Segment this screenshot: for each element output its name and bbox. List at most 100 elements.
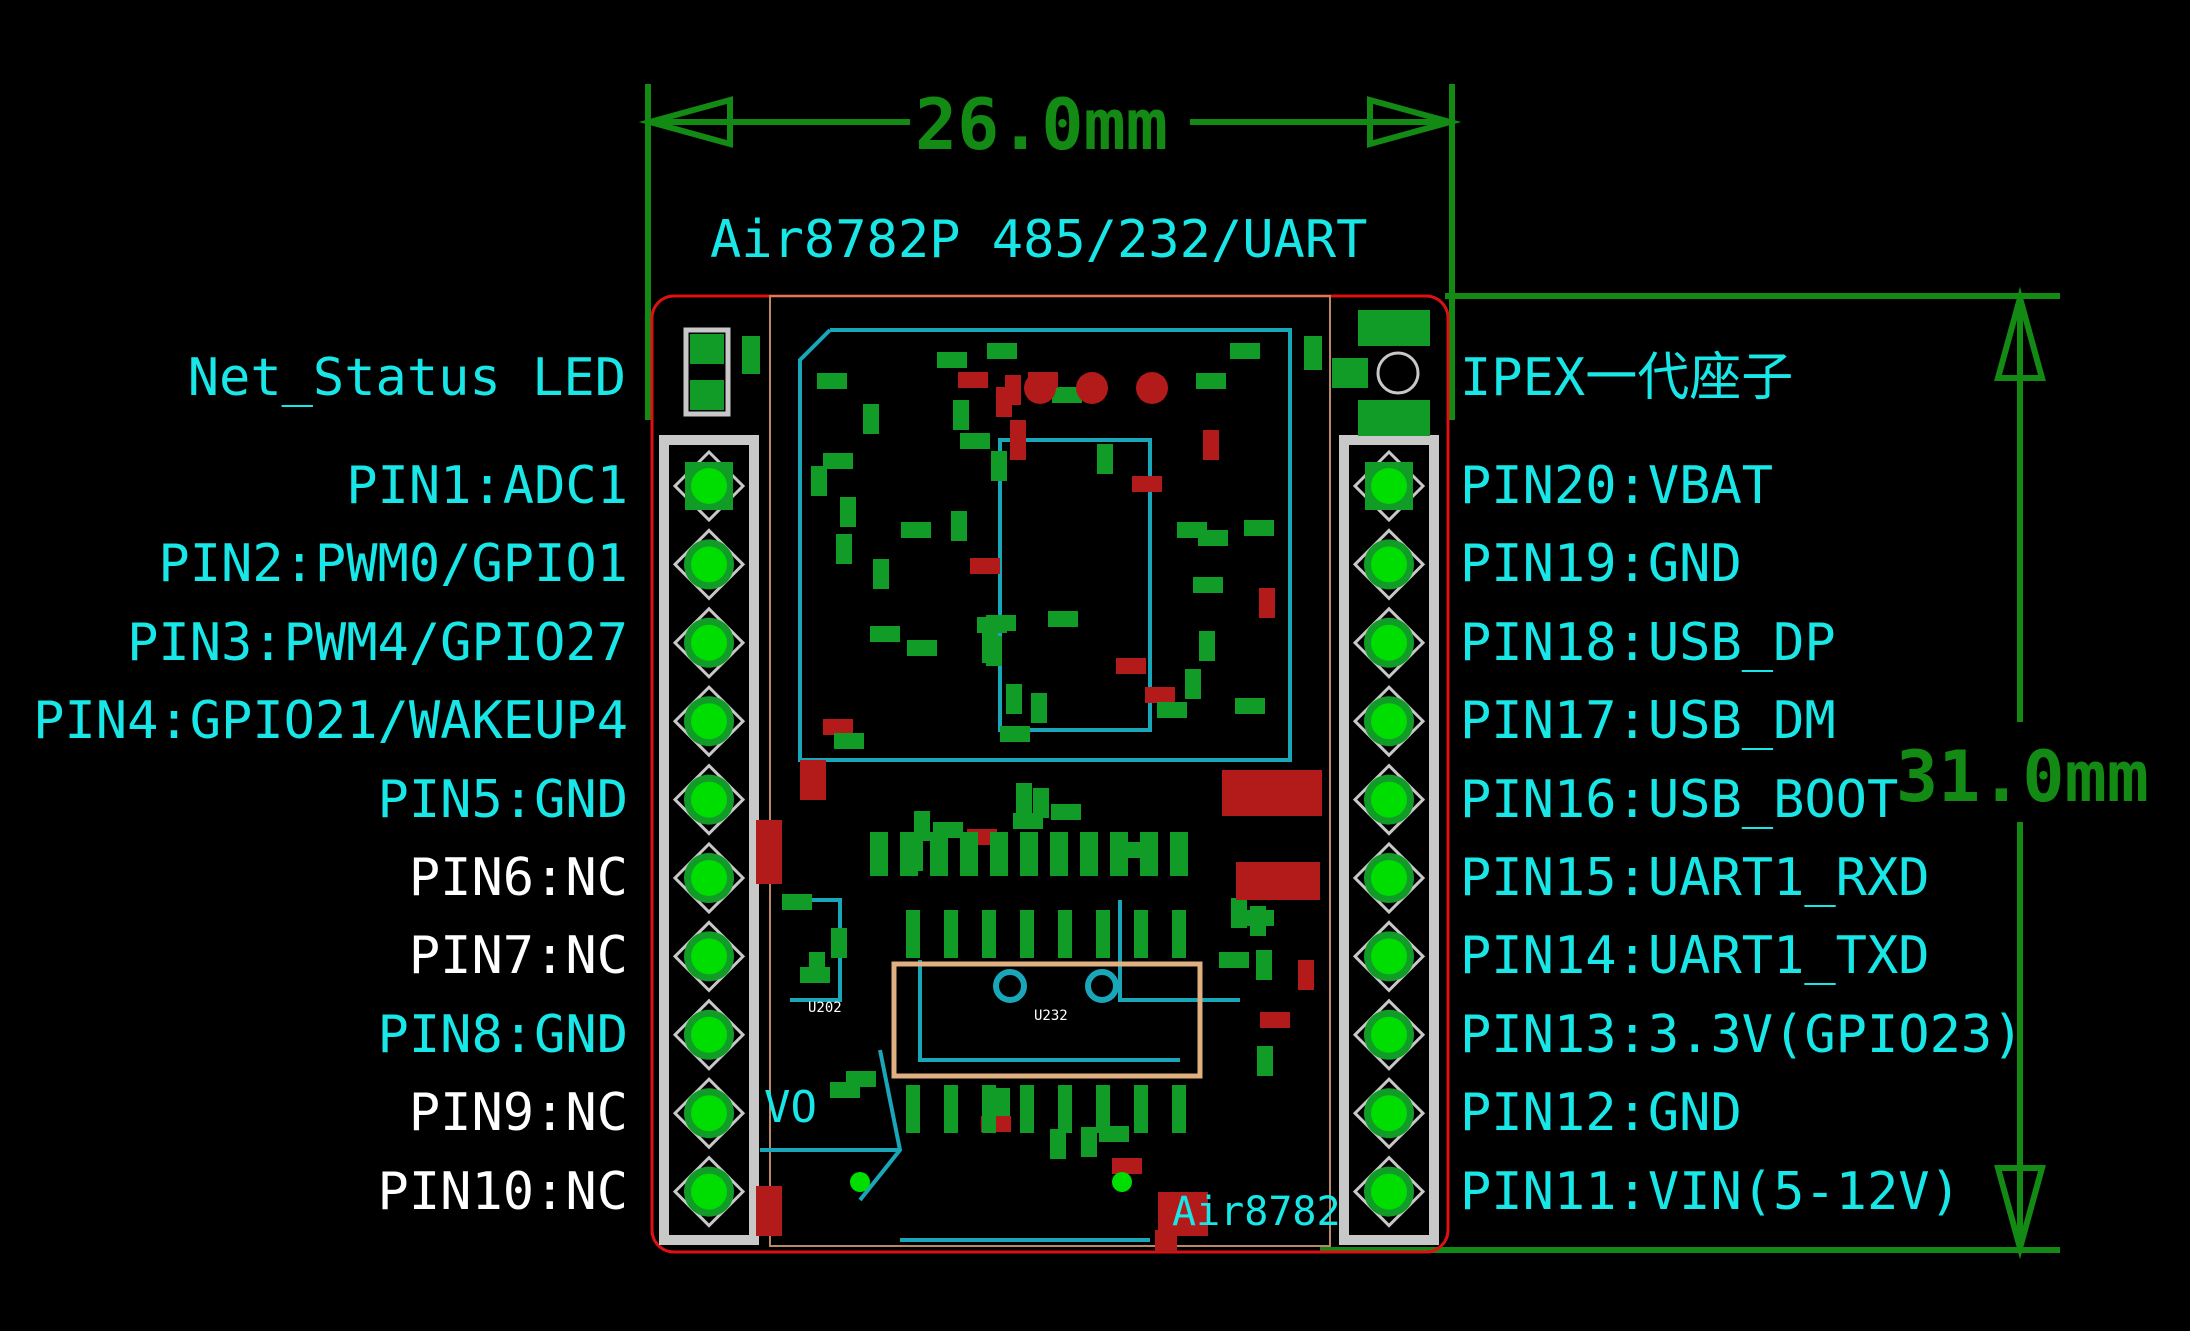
ic-pin xyxy=(1058,1085,1072,1133)
left-pin-label: PIN8:GND xyxy=(377,1004,628,1065)
smd-pad xyxy=(1219,952,1249,968)
ic-pin xyxy=(1134,1085,1148,1133)
smd-pad xyxy=(1235,698,1265,714)
smd-pad xyxy=(831,928,847,958)
smd-pad xyxy=(870,832,888,876)
smd-pad xyxy=(817,373,847,389)
smd-pad xyxy=(1116,658,1146,674)
smd-pad xyxy=(1177,522,1207,538)
smd-pad xyxy=(1185,669,1201,699)
smd-pad xyxy=(970,558,1000,574)
right-pin-label: PIN11:VIN(5-12V) xyxy=(1460,1161,1961,1222)
pin-pad-outline xyxy=(672,998,746,1071)
left-pin-label: PIN7:NC xyxy=(408,926,628,987)
smd-pad xyxy=(1250,906,1266,936)
left-pin-label: PIN1:ADC1 xyxy=(346,456,628,516)
left-pin-label: PIN6:NC xyxy=(408,848,628,908)
status-led xyxy=(683,327,760,417)
smd-pad xyxy=(1050,1129,1066,1159)
pin-pad-outline xyxy=(1352,685,1426,758)
width-dimension-label: 26.0mm xyxy=(915,84,1168,166)
smd-pad xyxy=(1257,1046,1273,1076)
ic-pin xyxy=(1058,910,1072,958)
smd-pad xyxy=(1020,832,1038,876)
ic-pin xyxy=(1172,1085,1186,1133)
pin-pad-outline xyxy=(1352,1077,1426,1150)
smd-pad xyxy=(1132,476,1162,492)
smd-pad xyxy=(1259,588,1275,618)
smd-pad xyxy=(991,451,1007,481)
smd-pad xyxy=(1031,693,1047,723)
right-pin-label: PIN17:USB_DM xyxy=(1460,691,1836,752)
pin-pad-outline xyxy=(672,606,746,679)
right-header xyxy=(1339,435,1439,1245)
smd-pad xyxy=(1196,373,1226,389)
smd-pad xyxy=(987,343,1017,359)
smd-pad xyxy=(960,433,990,449)
smd-pad xyxy=(1244,520,1274,536)
component-outlines xyxy=(760,328,1292,1242)
left-pin-label: PIN3:PWM4/GPIO27 xyxy=(127,612,628,673)
smd-pad xyxy=(1203,430,1219,460)
smd-pad xyxy=(1256,950,1272,980)
smd-pad xyxy=(907,640,937,656)
right-pin-label: PIN20:VBAT xyxy=(1460,456,1774,516)
pin-hole xyxy=(1371,703,1407,740)
pin-pad-outline xyxy=(1352,920,1426,993)
ic-pin xyxy=(1096,910,1110,958)
right-pin-label: PIN16:USB_BOOT xyxy=(1460,769,1899,830)
pin-hole xyxy=(691,938,727,975)
ic-pin xyxy=(906,910,920,958)
left-header xyxy=(659,435,759,1245)
smd-pad xyxy=(834,733,864,749)
left-pin-label: PIN5:GND xyxy=(377,769,628,830)
smd-pad xyxy=(901,522,931,538)
pin-hole xyxy=(1371,1173,1407,1210)
pin-pad-outline xyxy=(1352,606,1426,679)
net-status-label: Net_Status LED xyxy=(187,348,626,408)
right-pin-label: PIN15:UART1_RXD xyxy=(1460,848,1930,908)
smd-pad xyxy=(1170,832,1188,876)
pin-hole xyxy=(691,781,727,818)
u232-outline xyxy=(891,961,1203,1079)
smd-pad xyxy=(1048,611,1078,627)
smd-pad xyxy=(840,497,856,527)
pin-hole xyxy=(1371,781,1407,818)
pin-pad-outline xyxy=(1352,998,1426,1071)
ic-pin xyxy=(1096,1085,1110,1133)
smd-pad xyxy=(1000,726,1030,742)
smd-pad xyxy=(1050,832,1068,876)
ic-pin xyxy=(1134,910,1148,958)
right-pin-label: PIN18:USB_DP xyxy=(1460,612,1836,673)
ic-pin xyxy=(1020,910,1034,958)
smd-pad xyxy=(930,832,948,876)
pin-hole xyxy=(691,1016,727,1053)
smd-pad xyxy=(823,719,853,735)
pin-hole xyxy=(691,703,727,740)
smd-pad xyxy=(951,511,967,541)
red-copper xyxy=(756,420,1322,1252)
pin-pad-outline xyxy=(1352,1155,1426,1228)
smd-pad xyxy=(1110,832,1128,876)
left-pin-label: PIN2:PWM0/GPIO1 xyxy=(158,534,628,595)
smd-pad xyxy=(870,626,900,642)
smd-pad xyxy=(958,372,988,388)
ic-pin xyxy=(944,910,958,958)
smd-pad xyxy=(1097,444,1113,474)
u202-label: U202 xyxy=(808,1000,842,1016)
smd-pad xyxy=(953,400,969,430)
pin-hole xyxy=(1371,938,1407,975)
smd-pad xyxy=(809,952,825,982)
ic-pin xyxy=(1020,1085,1034,1133)
left-pin-label: PIN4:GPIO21/WAKEUP4 xyxy=(33,691,628,752)
pin-hole xyxy=(1371,860,1407,896)
smd-pad xyxy=(1157,702,1187,718)
pin-pad-outline xyxy=(672,1155,746,1228)
smd-pad xyxy=(1145,687,1175,703)
pin-pad-outline xyxy=(672,763,746,836)
pin-hole xyxy=(1371,624,1407,661)
smd-pad xyxy=(1052,387,1082,403)
smd-pad xyxy=(937,352,967,368)
pin-pad-outline xyxy=(672,685,746,758)
pin-hole xyxy=(1371,1016,1407,1053)
